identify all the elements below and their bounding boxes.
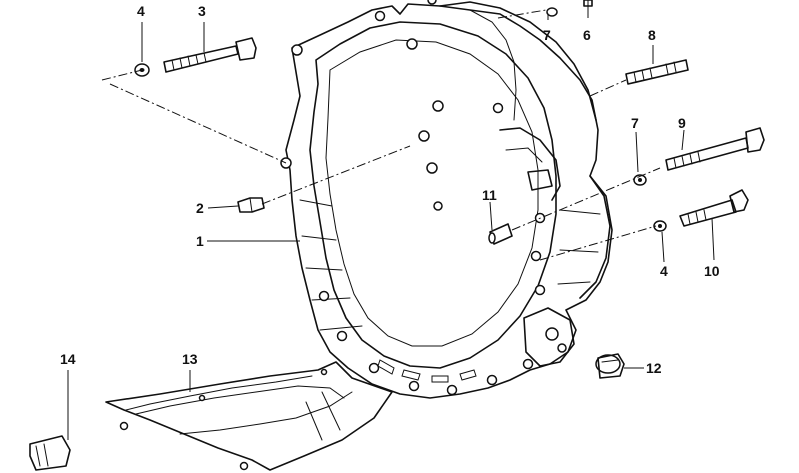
assembly-axis-lines <box>101 9 661 261</box>
callout-7-top: 7 <box>543 27 551 43</box>
part-3-bolt <box>163 37 257 73</box>
callout-7-right: 7 <box>631 115 639 131</box>
part-2-plug <box>237 197 265 213</box>
part-13-cover-plate <box>105 361 393 471</box>
part-11-dowel <box>488 223 513 245</box>
callout-8: 8 <box>648 27 656 43</box>
callout-9: 9 <box>678 115 686 131</box>
clutch-housing <box>280 0 613 399</box>
callout-6: 6 <box>583 27 591 43</box>
part-10-bolt <box>679 189 749 227</box>
part-7-washer-right <box>633 174 647 186</box>
callout-4-right: 4 <box>660 263 668 279</box>
leader-lines <box>67 0 715 440</box>
callout-3: 3 <box>198 3 206 19</box>
callout-10: 10 <box>704 263 720 279</box>
part-8-stud <box>625 59 689 85</box>
part-6-sensor <box>583 0 593 7</box>
part-14-cap <box>29 435 71 471</box>
part-7-washer-top <box>546 7 558 17</box>
part-9-bolt <box>665 127 765 171</box>
callout-labels: 1 2 3 4 4 6 7 7 8 9 10 11 12 13 14 <box>60 3 720 376</box>
callout-12: 12 <box>646 360 662 376</box>
callout-11: 11 <box>482 187 497 203</box>
callout-14: 14 <box>60 351 76 367</box>
callout-1: 1 <box>196 233 204 249</box>
callout-2: 2 <box>196 200 204 216</box>
part-12-plug <box>595 353 625 379</box>
callout-13: 13 <box>182 351 198 367</box>
callout-4-top: 4 <box>137 3 145 19</box>
part-4-washer-right <box>653 220 667 232</box>
